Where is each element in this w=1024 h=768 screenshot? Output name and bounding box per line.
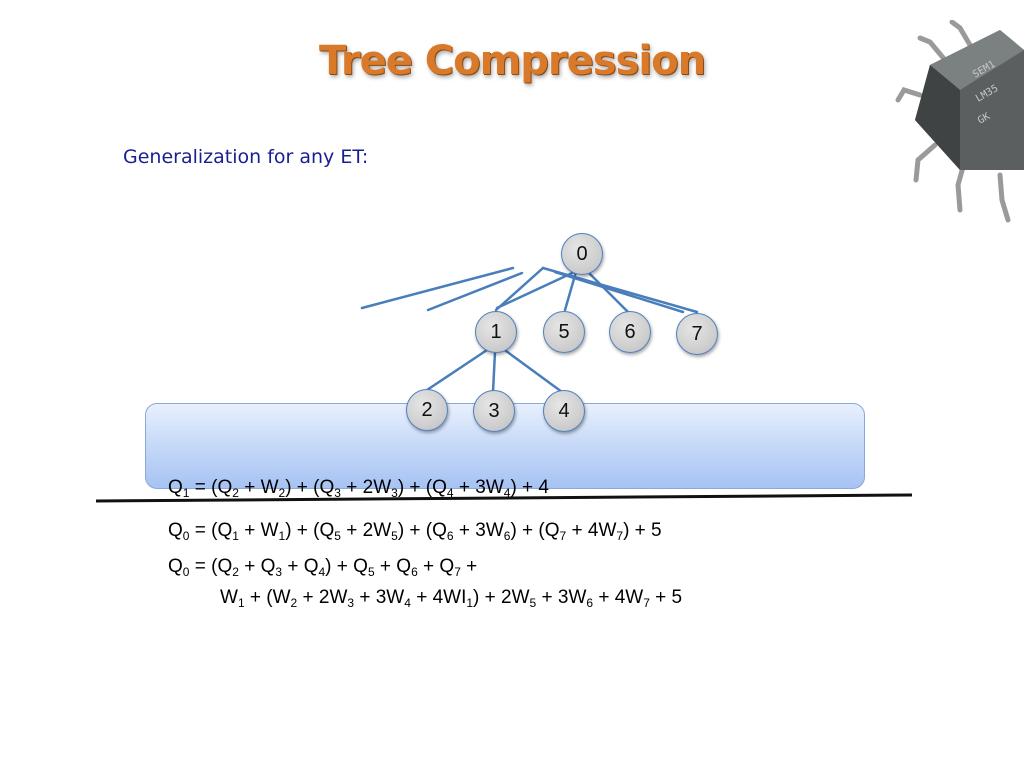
svg-text:GK: GK <box>976 111 992 127</box>
equation-q1: Q1 = (Q2 + W2) + (Q3 + 2W3) + (Q4 + 3W4)… <box>168 477 550 500</box>
equation-q0-regrouped-line2: W1 + (W2 + 2W3 + 3W4 + 4WI1) + 2W5 + 3W6… <box>220 587 683 610</box>
equation-q0-regrouped-line1: Q0 = (Q2 + Q3 + Q4) + Q5 + Q6 + Q7 + <box>168 556 478 579</box>
slide-subtitle: Generalization for any ET: <box>123 146 369 168</box>
tree-node-1: 1 <box>475 311 517 353</box>
tree-node-7: 7 <box>676 313 718 355</box>
tree-node-4: 4 <box>543 390 585 432</box>
tree-node-6: 6 <box>609 311 651 353</box>
slide-title: Tree Compression <box>318 38 706 84</box>
tree-node-0: 0 <box>561 233 603 275</box>
tree-node-5: 5 <box>543 311 585 353</box>
tree-node-2: 2 <box>406 389 448 431</box>
equation-q0-expanded: Q0 = (Q1 + W1) + (Q5 + 2W5) + (Q6 + 3W6)… <box>168 520 662 543</box>
tree-node-3: 3 <box>473 390 515 432</box>
ic-chip-image: SEM1 LM35 GK <box>895 20 1024 223</box>
